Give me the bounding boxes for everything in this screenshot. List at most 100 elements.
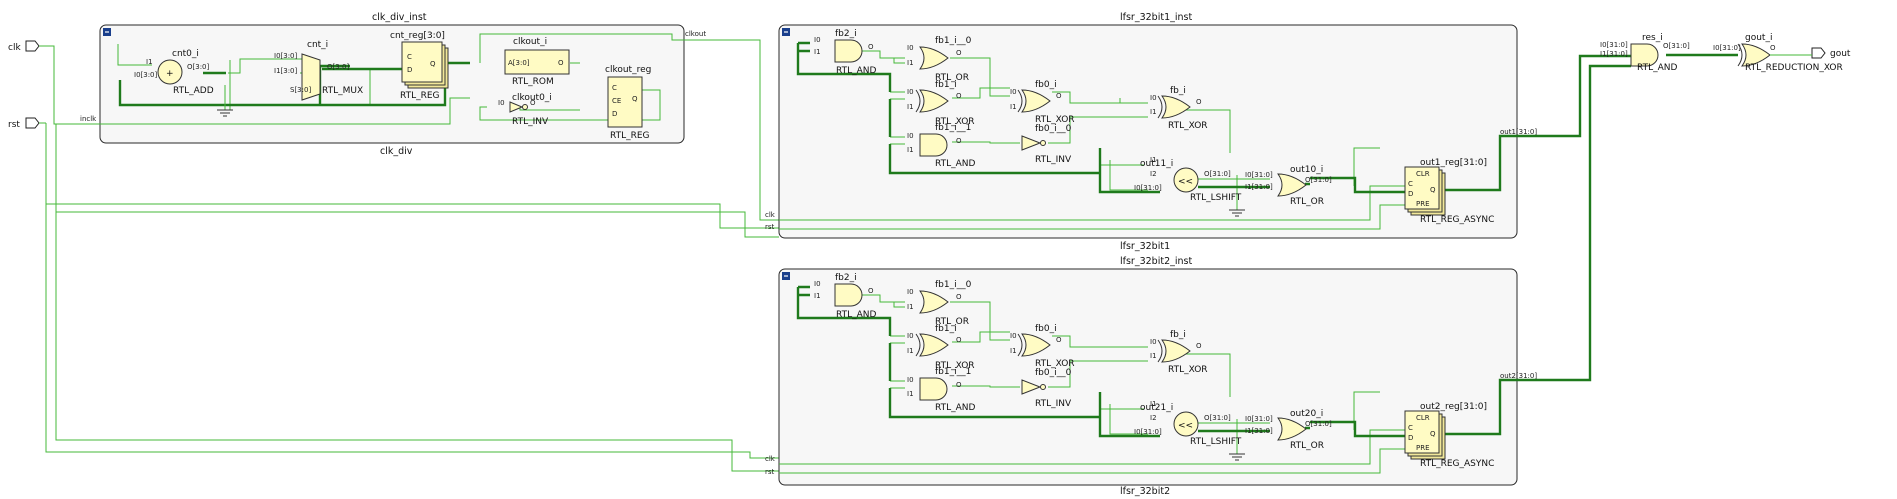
cell-type: RTL_INV	[1035, 155, 1072, 165]
register-icon	[1404, 410, 1440, 454]
clk-div-instance[interactable]: clk_div_inst clk_div inclk clkout cnt0_i…	[39, 12, 706, 157]
cell-name: fb0_i__0	[1035, 368, 1072, 378]
port-gout-label: gout	[1830, 49, 1851, 59]
gate-fb2-and[interactable]: fb2_i I0 I1 O RTL_AND	[814, 29, 876, 76]
gate-fb1b-xor[interactable]: fb1_i I0 I1 O RTL_XOR	[907, 80, 975, 127]
cell-type: RTL_XOR	[1035, 115, 1075, 125]
pin-label: I0[31:0]	[1134, 184, 1162, 192]
pin-label: O	[868, 43, 874, 51]
pin-label: I0[31:0]	[1713, 44, 1741, 52]
cell-cnt0-add[interactable]: cnt0_i I1 I0[3:0] + O[3:0] RTL_ADD	[134, 49, 214, 96]
cell-type: RTL_REG_ASYNC	[1420, 459, 1494, 469]
cell-clkout-reg[interactable]: clkout_reg C CE D Q RTL_REG	[605, 65, 651, 141]
adder-icon	[157, 59, 183, 85]
cell-name: cnt_reg[3:0]	[390, 31, 445, 41]
gate-fb-xor[interactable]: fb_i I0 I1 O RTL_XOR	[1150, 330, 1208, 375]
pin-label: O	[956, 336, 962, 344]
pin-label: D	[1408, 190, 1413, 198]
cell-cnt-reg[interactable]: cnt_reg[3:0] C D Q RTL_REG	[390, 31, 449, 101]
cell-shift[interactable]: out21_i I1 I2 I0[31:0] << O[31:0] RTL_LS…	[1134, 400, 1242, 447]
cell-type: RTL_XOR	[935, 117, 975, 127]
port-clk[interactable]: clk	[8, 40, 40, 53]
cell-name: fb1_i	[935, 324, 957, 334]
lfsr2-box	[778, 268, 1518, 486]
pin-label: O	[956, 92, 962, 100]
cell-name: out20_i	[1290, 409, 1323, 419]
pin-label: I0	[907, 288, 914, 296]
lfsr1-instance[interactable]: lfsr_32bit1_inst lfsr_32bit1 clk rst out…	[765, 12, 1631, 252]
gate-fb1a-or[interactable]: fb1_i__0 I0 I1 O RTL_OR	[907, 280, 972, 327]
gate-fb0b-inv[interactable]: fb0_i__0 RTL_INV	[1021, 124, 1072, 165]
cell-type: RTL_XOR	[1035, 359, 1075, 369]
cell-name: out11_i	[1140, 159, 1173, 169]
pin-label: I1	[907, 103, 914, 111]
port-gout-icon	[1811, 47, 1826, 59]
pin-label: I2	[1150, 170, 1157, 178]
pin-label: I0	[907, 376, 914, 384]
gate-fb-xor[interactable]: fb_i I0 I1 O RTL_XOR	[1150, 86, 1208, 131]
gate-fb1c-and[interactable]: fb1_i__1 I0 I1 O RTL_AND	[907, 367, 975, 413]
cell-name: fb1_i__0	[935, 280, 972, 290]
gate-fb1a-or[interactable]: fb1_i__0 I0 I1 O RTL_OR	[907, 36, 972, 83]
pin-label: I1	[1010, 347, 1017, 355]
cell-type: RTL_REG	[400, 91, 440, 101]
pin-label: O	[1056, 92, 1062, 100]
pin-label: O	[1770, 44, 1776, 52]
port-rst[interactable]: rst	[8, 117, 40, 130]
cell-res-and[interactable]: res_i I0[31:0] I1[31:0] O[31:0] RTL_AND	[1600, 33, 1690, 73]
port-gout[interactable]: gout	[1811, 47, 1851, 59]
pin-label: Q	[430, 60, 436, 68]
cell-type: RTL_XOR	[935, 361, 975, 371]
inverter-icon	[1021, 135, 1042, 151]
pin-label: I0	[814, 36, 821, 44]
register-icon	[401, 41, 443, 83]
gate-fb1b-xor[interactable]: fb1_i I0 I1 O RTL_XOR	[907, 324, 975, 371]
gate-fb2-and[interactable]: fb2_i I0 I1 O RTL_AND	[814, 273, 876, 320]
cell-reg-async[interactable]: out1_reg[31:0] CLR C D PRE Q RTL_REG_ASY…	[1404, 158, 1494, 225]
pin-label: O	[868, 287, 874, 295]
pin-label: I1	[1010, 103, 1017, 111]
pin-label: O[31:0]	[1305, 176, 1332, 184]
lfsr1-module-name: lfsr_32bit1	[1120, 241, 1170, 252]
pin-label: Q	[1430, 186, 1436, 194]
cell-type: RTL_MUX	[322, 86, 363, 96]
adder-plus: +	[166, 69, 174, 79]
net-rst-label: rst	[765, 223, 775, 231]
pin-label: I1	[907, 347, 914, 355]
gate-fb0b-inv[interactable]: fb0_i__0 RTL_INV	[1021, 368, 1072, 409]
lfsr1-inst-name: lfsr_32bit1_inst	[1120, 12, 1192, 23]
gate-fb0a-xor[interactable]: fb0_i I0 I1 O RTL_XOR	[1010, 324, 1075, 369]
pin-label: I0	[907, 44, 914, 52]
pin-label: O[31:0]	[1204, 414, 1231, 422]
gate-fb1c-and[interactable]: fb1_i__1 I0 I1 O RTL_AND	[907, 123, 975, 169]
cell-or[interactable]: out10_i I0[31:0] I1[31:0] O[31:0] RTL_OR	[1245, 165, 1332, 207]
cell-clkout-rom[interactable]: clkout_i A[3:0] O RTL_ROM	[504, 37, 570, 87]
pin-label: I0	[907, 332, 914, 340]
cell-shift[interactable]: out11_i I1 I2 I0[31:0] << O[31:0] RTL_LS…	[1134, 156, 1242, 203]
cell-type: RTL_OR	[935, 73, 969, 83]
cell-name: fb1_i__1	[935, 367, 971, 377]
cell-gout-xor[interactable]: gout_i I0[31:0] O RTL_REDUCTION_XOR	[1713, 33, 1843, 73]
pin-label: I1[31:0]	[1245, 183, 1273, 191]
pin-label: O	[530, 99, 536, 107]
cell-name: res_i	[1642, 33, 1663, 43]
pin-label: I1	[907, 59, 914, 67]
cell-type: RTL_AND	[1637, 63, 1677, 73]
pin-label: O	[1196, 98, 1202, 106]
cell-type: RTL_ROM	[512, 77, 554, 87]
lfsr2-instance[interactable]: lfsr_32bit2_inst lfsr_32bit2 clk rst out…	[765, 64, 1631, 497]
cell-clkout0-inv[interactable]: clkout0_i I0 O RTL_INV	[498, 93, 552, 127]
cell-reg-async[interactable]: out2_reg[31:0] CLR C D PRE Q RTL_REG_ASY…	[1404, 402, 1494, 469]
cell-type: RTL_AND	[836, 66, 876, 76]
pin-label: I0	[1010, 88, 1017, 96]
cell-name: fb0_i	[1035, 80, 1057, 90]
gate-fb0a-xor[interactable]: fb0_i I0 I1 O RTL_XOR	[1010, 80, 1075, 125]
pin-label: CLR	[1416, 414, 1430, 422]
pin-label: O	[956, 381, 962, 389]
cell-type: RTL_OR	[935, 317, 969, 327]
pin-label: O[31:0]	[1663, 42, 1690, 50]
cell-cnt-mux[interactable]: cnt_i I0[3:0] I1[3:0] S[3:0] O[3:0] RTL_…	[274, 40, 363, 101]
shift-icon	[1173, 167, 1199, 193]
cell-or[interactable]: out20_i I0[31:0] I1[31:0] O[31:0] RTL_OR	[1245, 409, 1332, 451]
